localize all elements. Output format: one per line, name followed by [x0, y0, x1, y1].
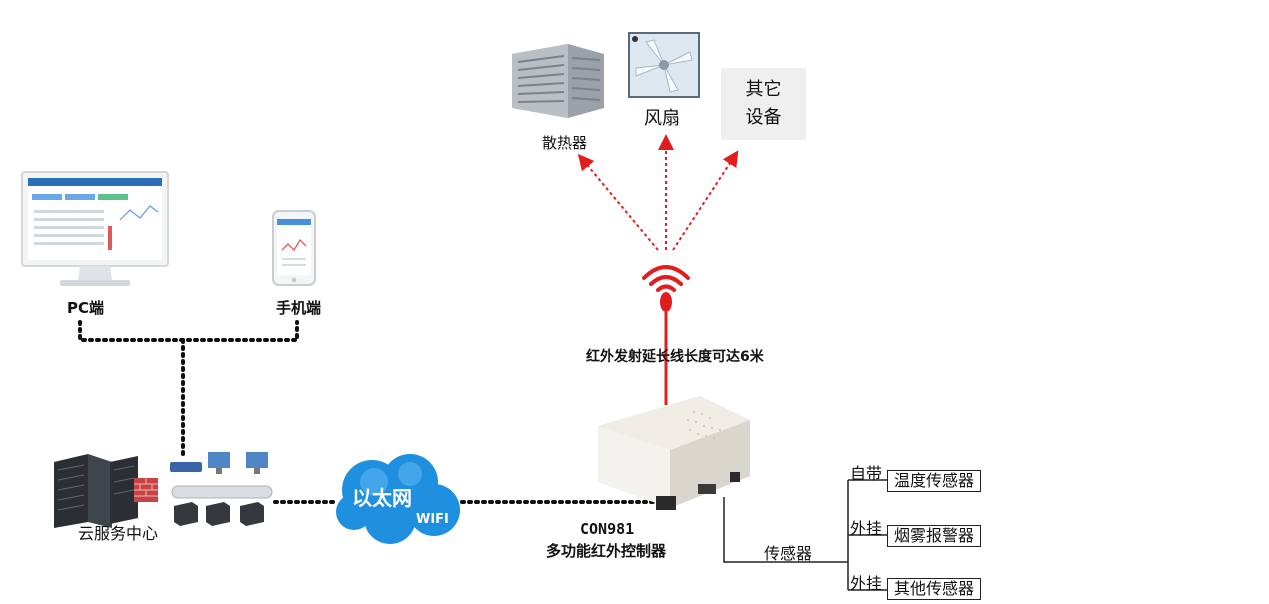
- usb-port-icon: [698, 484, 716, 494]
- infrared-arrows: [577, 134, 739, 251]
- cloud-center-label: 云服务中心: [78, 524, 159, 543]
- power-port-icon: [730, 472, 740, 482]
- pc-label: PC端: [67, 299, 105, 317]
- wifi-label: WIFI: [416, 512, 449, 527]
- workstation-icons: [208, 452, 268, 474]
- sensor-box-other: 其他传感器: [887, 578, 982, 600]
- pc-monitor-icon: [21, 171, 169, 286]
- mini-server-icons: [174, 502, 264, 526]
- ethernet-port-icon: [656, 496, 676, 510]
- radiator-label: 散热器: [542, 134, 588, 152]
- server-rack-icon: [54, 454, 138, 528]
- infrared-range-label: 红外发射延长线长度可达6米: [586, 349, 764, 365]
- sensor-box-smoke: 烟雾报警器: [887, 525, 982, 547]
- network-bus-icon: [171, 485, 273, 499]
- controller-name-label: 多功能红外控制器: [546, 542, 667, 560]
- sensor-box-temperature: 温度传感器: [887, 470, 982, 492]
- controller-model-label: CON981: [580, 520, 635, 538]
- other-devices-box: 其它 设备: [721, 68, 806, 140]
- sensor-type-tag: 外挂: [850, 519, 883, 538]
- infrared-emitter-icon: [642, 265, 690, 312]
- sensor-wiring: [723, 479, 887, 591]
- other-devices-line1: 其它: [745, 79, 782, 100]
- sensor-type-tag: 自带: [850, 464, 883, 483]
- mobile-label: 手机端: [276, 299, 322, 317]
- sensor-type-tag: 外挂: [850, 574, 883, 593]
- other-devices-line2: 设备: [745, 107, 782, 128]
- network-switch-icon: [170, 462, 202, 472]
- sensor-trunk-label: 传感器: [764, 544, 813, 563]
- cloud-service-center-graphic: [54, 452, 273, 528]
- ethernet-cloud-icon: [336, 454, 460, 544]
- mobile-phone-icon: [272, 210, 316, 286]
- fan-label: 风扇: [644, 108, 680, 129]
- controller-device-icon: [598, 396, 750, 510]
- firewall-icon: [134, 478, 158, 502]
- ethernet-label: 以太网: [352, 486, 412, 510]
- radiator-icon: [512, 44, 604, 118]
- network-dotted-lines: [78, 320, 664, 504]
- fan-icon: [628, 32, 700, 98]
